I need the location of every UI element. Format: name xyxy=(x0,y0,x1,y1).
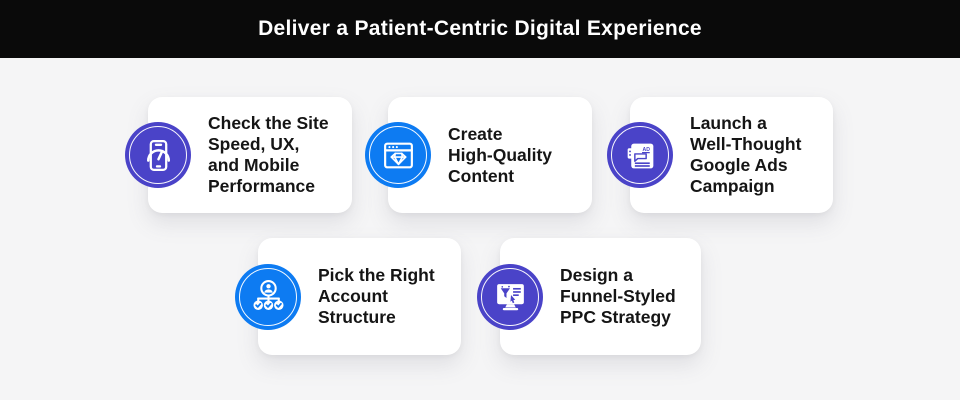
page-title: Deliver a Patient-Centric Digital Experi… xyxy=(258,17,702,40)
card-funnel-ppc: Design a Funnel-Styled PPC Strategy xyxy=(477,238,701,355)
funnel-ppc-badge xyxy=(477,263,543,330)
account-structure-badge xyxy=(235,263,301,330)
card-label: Pick the Right Account Structure xyxy=(318,265,435,327)
browser-diamond-icon xyxy=(383,142,413,168)
account-structure-icon xyxy=(252,280,284,310)
card-label: Launch a Well-Thought Google Ads Campaig… xyxy=(690,113,802,196)
card-account-structure: Pick the Right Account Structure xyxy=(235,238,461,355)
svg-text:AD: AD xyxy=(642,146,650,152)
mobile-speed-gauge-icon xyxy=(146,139,170,171)
card-label: Design a Funnel-Styled PPC Strategy xyxy=(560,265,676,327)
site-speed-badge xyxy=(125,122,191,188)
card-google-ads: AD Launch a Well-Thought Google Ads Camp… xyxy=(607,97,833,213)
card-label: Check the Site Speed, UX, and Mobile Per… xyxy=(208,113,329,196)
card-content: Create High-Quality Content xyxy=(365,97,592,213)
funnel-ppc-icon xyxy=(496,284,524,311)
content-badge xyxy=(365,122,431,188)
header-bar: Deliver a Patient-Centric Digital Experi… xyxy=(0,0,960,58)
card-site-speed: Check the Site Speed, UX, and Mobile Per… xyxy=(125,97,352,213)
google-ads-icon: AD xyxy=(627,143,653,168)
google-ads-badge: AD xyxy=(607,122,673,188)
card-label: Create High-Quality Content xyxy=(448,123,553,186)
